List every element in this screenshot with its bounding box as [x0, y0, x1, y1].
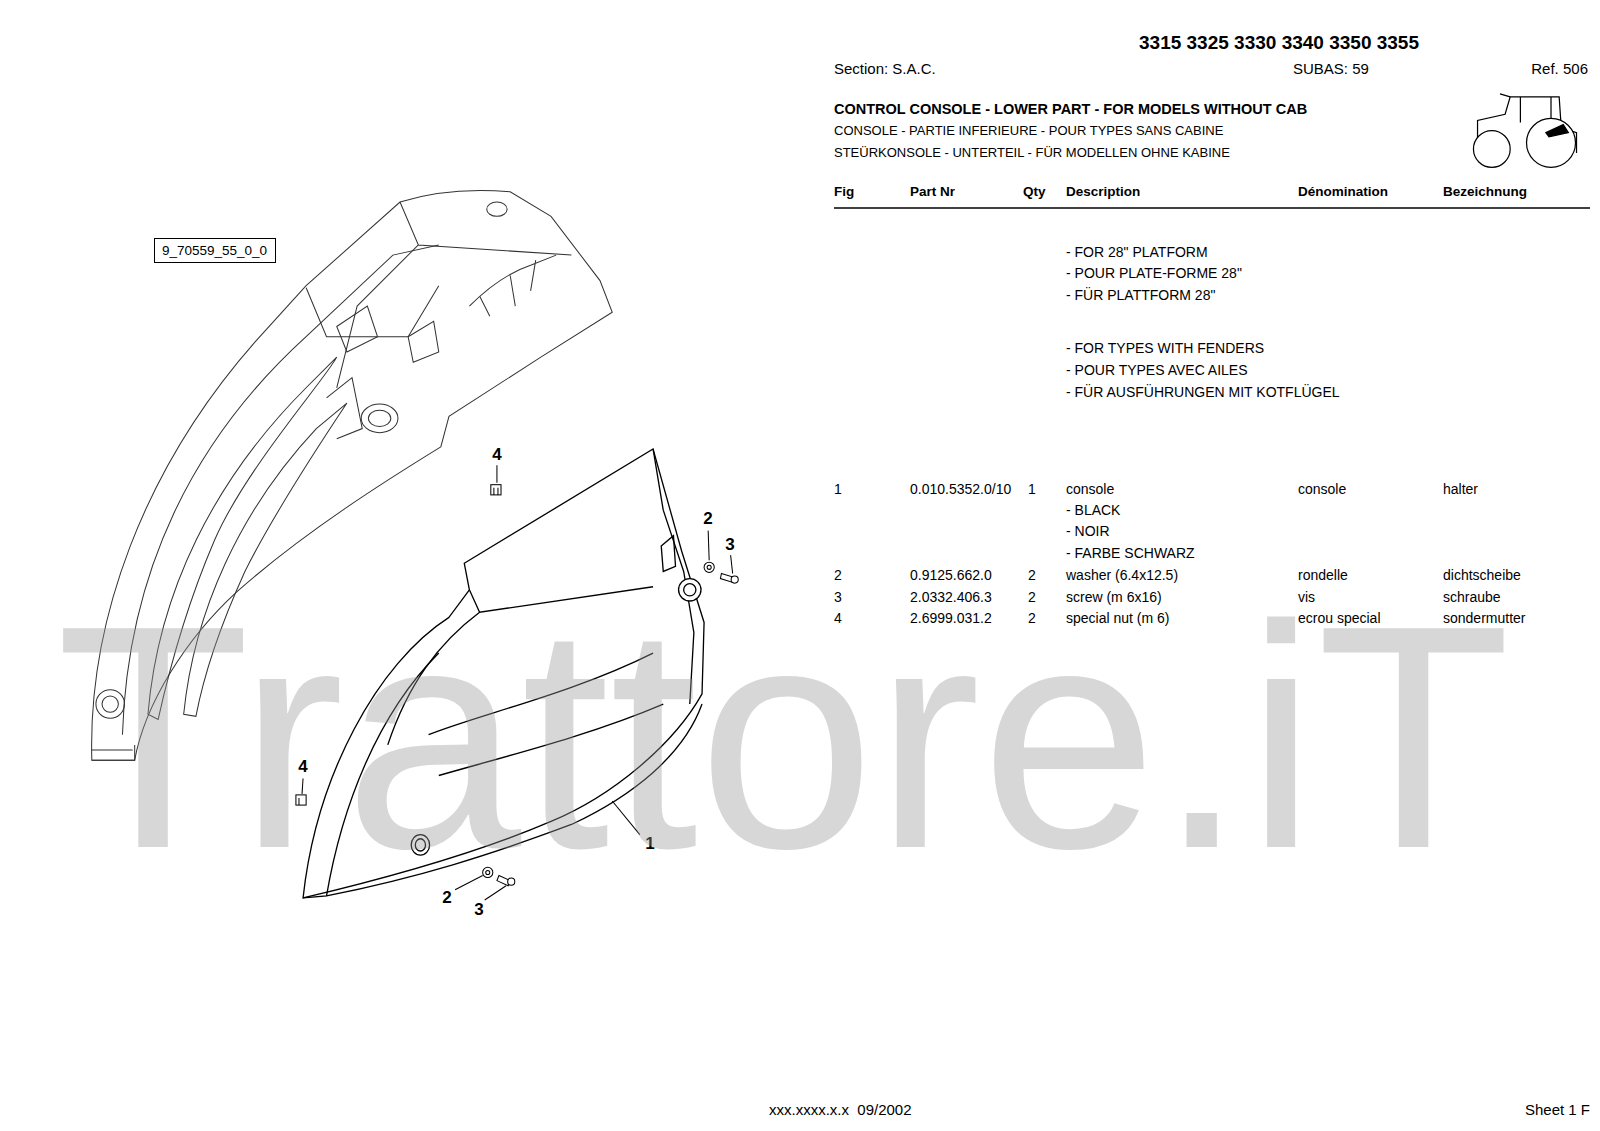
table-cell: 1 — [1028, 481, 1036, 497]
table-cell: - FARBE SCHWARZ — [1066, 545, 1195, 561]
tractor-icon — [1473, 94, 1576, 167]
subtitle-de: STEÜRKONSOLE - UNTERTEIL - FÜR MODELLEN … — [834, 146, 1230, 161]
page-title: CONTROL CONSOLE - LOWER PART - FOR MODEL… — [834, 101, 1307, 118]
table-cell: - NOIR — [1066, 523, 1110, 539]
model-list: 3315 3325 3330 3340 3350 3355 — [1139, 32, 1419, 54]
note: - POUR PLATE-FORME 28" — [1066, 265, 1242, 281]
section: Section: S.A.C. — [834, 60, 936, 77]
table-cell: 1 — [834, 481, 842, 497]
reference: Ref. 506 — [1531, 60, 1588, 77]
note: - FÜR AUSFÜHRUNGEN MIT KOTFLÜGEL — [1066, 384, 1340, 400]
note: - FÜR PLATTFORM 28" — [1066, 287, 1215, 303]
watermark: Trattore.iT — [56, 578, 1511, 896]
sheet-number: Sheet 1 F — [1525, 1101, 1590, 1118]
footer-code: xxx.xxxx.x.x 09/2002 — [769, 1101, 912, 1118]
note: - FOR 28" PLATFORM — [1066, 244, 1208, 260]
subassembly: SUBAS: 59 — [1293, 60, 1369, 77]
table-rule — [834, 207, 1590, 209]
column-header: Description — [1066, 184, 1140, 200]
callout-number: 2 — [703, 509, 712, 529]
column-header: Part Nr — [910, 184, 955, 200]
table-cell: halter — [1443, 481, 1478, 497]
subtitle-fr: CONSOLE - PARTIE INFERIEURE - POUR TYPES… — [834, 124, 1223, 139]
table-cell: 0.010.5352.0/10 — [910, 481, 1011, 497]
note: - POUR TYPES AVEC AILES — [1066, 362, 1248, 378]
table-cell: console — [1298, 481, 1346, 497]
table-cell: console — [1066, 481, 1114, 497]
table-cell: - BLACK — [1066, 502, 1120, 518]
drawing-number: 9_70559_55_0_0 — [162, 243, 268, 258]
callout-number: 4 — [492, 445, 501, 465]
note: - FOR TYPES WITH FENDERS — [1066, 340, 1264, 356]
column-header: Fig — [834, 184, 854, 200]
column-header: Dénomination — [1298, 184, 1388, 200]
drawing-number-box: 9_70559_55_0_0 — [154, 238, 276, 263]
callout-number: 3 — [725, 535, 734, 555]
callout-number: 3 — [474, 900, 483, 920]
column-header: Bezeichnung — [1443, 184, 1527, 200]
column-header: Qty — [1023, 184, 1046, 200]
